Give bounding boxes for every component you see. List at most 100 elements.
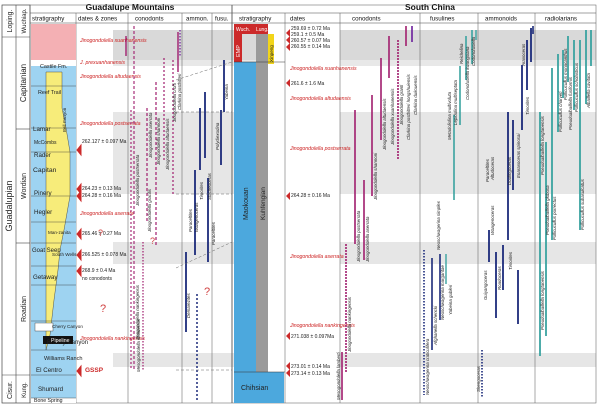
sc-amm-taxon-7: Timorites — [508, 251, 513, 270]
gm-question-1: ? — [100, 303, 106, 315]
header-ammonoids: ammonoids — [485, 16, 517, 23]
sc-zone-xuanhanensis: Jinogondolella xuanhanensis — [289, 66, 357, 72]
sc-amm-taxon-11: Timorites — [525, 96, 530, 115]
stage-wuchiap-label: Wuchiap. — [22, 8, 28, 33]
sc-fus-taxon-3: Neoschwagerina margaritae — [440, 265, 445, 320]
header-stratigraphy-left: stratigraphy — [32, 16, 65, 23]
sc-lung: Lung. — [256, 27, 269, 33]
gm-cono-taxon-9: Clarkina postbitteri — [177, 73, 182, 110]
gm-date-6: 268.9 ± 0.4 Ma — [82, 268, 116, 274]
sc-fus-taxon-7: Lepidolina multiseptata — [453, 80, 458, 125]
sc-ammonoid-ranges: Shengoceras Guiyangoceras Waagenoceras R… — [476, 26, 534, 398]
gm-brushy-canyon: Brushy Canyon — [47, 340, 88, 346]
header-stratigraphy-right: stratigraphy — [239, 16, 272, 23]
sc-zone-postserrata: Jinogondolella postserrata — [289, 146, 351, 152]
gm-ammon-taxon-1: Demarezites — [186, 293, 191, 318]
sc-fus-taxon-5: Yabeina gubleri — [448, 284, 453, 315]
gm-dates-zones: 262.127 ± 0.097 Ma 264.23 ± 0.13 Ma 264.… — [76, 38, 147, 378]
gm-mccombs: McCombs — [34, 140, 57, 146]
header-conodonts-left: conodonts — [135, 16, 164, 23]
sc-cono-taxon-9: Clarkina postbitteri hongshuiensis — [406, 74, 411, 140]
region-right-title: South China — [405, 2, 455, 12]
sc-rad-taxon-10: Pseudoalbaillella longtanensis — [540, 115, 545, 175]
gm-cono-taxon-3: Mesogondolella idahoensis — [136, 318, 141, 372]
header-radiolarians: radiolarians — [545, 16, 577, 23]
sc-rad-taxon-1: Pseudoalbaillella longtanensis — [540, 270, 545, 330]
gm-date-3: 264.28 ± 0.16 Ma — [82, 193, 121, 199]
header-ammon: ammon. — [186, 16, 209, 23]
sc-date-8: 273.01 ± 0.14 Ma — [291, 364, 330, 370]
sc-fus-taxon-8: Reichelina — [459, 43, 464, 64]
sc-rad-taxon-7: Follicucullus scholasticus — [574, 62, 579, 112]
gm-cherry-canyon: Cherry Canyon — [52, 324, 83, 329]
sc-amm-taxon-8: Doulingoceras — [507, 156, 512, 185]
gm-williams-ranch: Williams Ranch — [44, 356, 83, 362]
sc-kuhfengian: Kuhfengian — [260, 187, 267, 220]
gm-south-wells: South Wells — [52, 252, 77, 257]
header-dates-zones: dates & zones — [78, 16, 117, 23]
sc-cono-taxon-7: Jinogondolella xuanhanensis — [390, 88, 395, 146]
sc-rad-taxon-6: Pseudoalbaillella fusiformis — [568, 76, 573, 130]
sc-fus-taxon-4: Neoschwagerina simplex — [436, 200, 441, 250]
stage-wordian-label: Wordian — [21, 173, 28, 199]
header-conodonts-right: conodonts — [352, 16, 381, 23]
gm-cono-taxon-1: Jinogondolella postserrata — [135, 154, 140, 207]
sc-amm-taxon-2: Guiyangoceras — [483, 270, 488, 300]
sc-fus-taxon-6: Metadoliolina multivoluta — [447, 91, 452, 140]
correlation-lines — [175, 61, 233, 371]
header-dates-right: dates — [290, 16, 305, 23]
sc-rad-taxon-3: Follicucullus porrectus — [552, 196, 557, 240]
sc-rad-taxon-9: Follicucullus subasulcatus — [580, 178, 585, 230]
gm-ammonoid-ranges: Demarezites Paraceltites Waagenoceras Ti… — [185, 60, 229, 400]
gm-gssp: GSSP — [85, 367, 104, 374]
gm-zone-xuanhanensis-1: Jinogondolella xuanhanensis — [79, 38, 147, 44]
gm-lamar: Lamar — [33, 126, 51, 133]
sc-amm-taxon-3: Waagenoceras — [490, 205, 495, 235]
grey-bands — [113, 30, 596, 367]
sc-emp: EMP — [236, 45, 242, 57]
sc-rad-taxon-5: Follicucullus monacanthus — [563, 48, 568, 100]
gm-zone-nankingensis: Jinogondolella nankingensis — [79, 336, 145, 342]
sc-fusuline-ranges: Neoschwagerina craticulifera Afghanella … — [423, 30, 477, 395]
gm-bone-spring: Bone Spring — [34, 398, 63, 404]
sc-amm-taxon-9: Eoaraxoceras spinosai — [516, 133, 521, 178]
sc-cono-taxon-3: Jinogondolella postserrata — [356, 210, 361, 263]
sc-date-7: 271.038 ± 0.097Ma — [291, 334, 334, 340]
sc-fus-taxon-10: Codonofusiella — [471, 36, 476, 66]
gm-fusu-taxon-3: Yabeina — [224, 84, 229, 100]
header-fusu: fusu. — [215, 16, 229, 23]
gm-zone-altudaensis: Jinogondolella altudaensis — [79, 74, 141, 80]
sc-cono-taxon-8: Jinogondolella granti — [399, 84, 404, 126]
stage-capitanian-label: Capitanian — [19, 64, 28, 102]
gm-fusu-taxon-1: Paraceltites — [211, 221, 216, 245]
gm-question-3: ? — [98, 228, 103, 238]
sc-zone-aserrata: Jinogondolella aserrata — [289, 254, 344, 260]
sc-cono-taxon-10: Clarkina dukouensis — [413, 75, 418, 115]
gm-cono-taxon-5: Jinogondolella aserrata — [148, 112, 153, 159]
gm-ammon-taxon-4: Timorites — [199, 181, 204, 200]
gm-cono-taxon-2: Jinogondolella nankingensis — [135, 284, 140, 341]
gm-el-centro: El Centro — [36, 367, 62, 374]
chronostratigraphy-column: Loping. Guadalupian Cisur. Wuchiap. Capi… — [1, 4, 31, 404]
sc-date-9: 273.14 ± 0.13 Ma — [291, 371, 330, 377]
sc-dates: 259.69 ± 0.72 Ma 259.1 ± 0.5 Ma 260.57 ±… — [286, 26, 357, 377]
sc-lithostratigraphy: Wuch. Lung. EMP Xinpeng Maokouan Kuhfeng… — [234, 24, 285, 403]
sc-cono-taxon-2: Jinogondolella nankingensis — [347, 296, 352, 353]
gm-cono-taxon-6: Jinogondolella shannoni — [156, 117, 161, 166]
gm-capitan: Capitan — [33, 167, 57, 174]
series-guadalupian-label: Guadalupian — [4, 180, 14, 231]
gm-rader: Rader — [34, 152, 51, 159]
gm-cono-taxon-4: Jinogondolella gracilis — [147, 188, 152, 233]
gm-zone-postserrata: Jinogondolella postserrata — [79, 121, 141, 127]
gm-pinery: Pinery — [34, 190, 52, 197]
sc-chihsian: Chihsian — [241, 385, 268, 392]
sc-amm-taxon-5: Altudoceras — [490, 156, 495, 181]
sc-maokouan: Maokouan — [243, 187, 250, 220]
sc-amm-taxon-1: Shengoceras — [476, 365, 481, 392]
sc-cono-taxon-5: Jinogondolella shannoni — [373, 152, 378, 201]
sc-rad-taxon-8: Albaillella cavitata — [586, 73, 591, 109]
stage-roadian-label: Roadian — [21, 296, 28, 322]
gm-manzanita: Man-zanita — [48, 230, 71, 235]
